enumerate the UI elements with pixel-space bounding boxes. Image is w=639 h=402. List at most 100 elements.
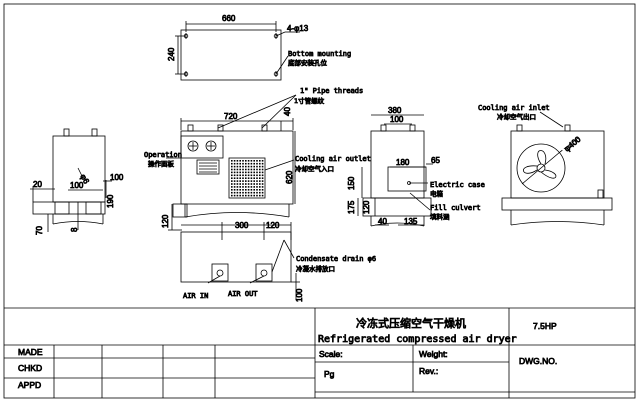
electric-case-label-en: Electric case <box>430 181 485 189</box>
grille-dot <box>239 165 241 168</box>
grille-dot <box>259 183 261 185</box>
grille-dot <box>239 177 241 179</box>
grille-dot <box>259 189 261 191</box>
grille-dot <box>259 165 261 168</box>
condensate-label-cn: 冷凝水排放口 <box>296 264 335 273</box>
grille-dot <box>259 186 261 188</box>
condensate-label-en: Condensate drain φ6 <box>296 255 376 263</box>
grille-dot <box>256 162 258 165</box>
pg-label: Pg <box>324 369 335 379</box>
grille-dot <box>247 168 250 171</box>
grille-dot <box>253 183 255 185</box>
grille-dot <box>245 177 247 179</box>
grille-dot <box>259 174 261 177</box>
grille-dot <box>256 186 258 188</box>
grille-dot <box>247 162 250 165</box>
chkd-label: CHKD <box>18 363 42 373</box>
model-label: 7.5HP <box>533 321 557 331</box>
grille-dot <box>236 194 239 197</box>
left-dim-100b: 100 <box>110 173 124 182</box>
grille-dot <box>239 160 241 162</box>
grille-dot <box>253 189 255 191</box>
grille-dot <box>256 189 258 191</box>
fill-culvert-label-en: Fill culvert <box>430 204 481 212</box>
front-grille <box>231 160 264 197</box>
grille-dot <box>259 171 261 174</box>
grille-dot <box>261 183 264 185</box>
side-dim-180: 180 <box>396 158 410 167</box>
grille-dot <box>261 168 264 171</box>
grille-dot <box>231 174 233 177</box>
grille-dot <box>242 165 244 168</box>
grille-dot <box>261 177 264 179</box>
cooling-inlet-label-cn: 冷却空气出口 <box>497 112 536 121</box>
dim-660: 660 <box>222 14 236 23</box>
grille-dot <box>250 165 253 168</box>
grille-dot <box>245 168 247 171</box>
bottom-mounting-view <box>175 21 300 81</box>
grille-dot <box>245 186 247 188</box>
grille-dot <box>242 162 244 165</box>
grille-dot <box>256 168 258 171</box>
side-dim-175: 175 <box>347 200 356 214</box>
grille-dot <box>261 174 264 177</box>
grille-dot <box>233 194 236 197</box>
grille-dot <box>256 183 258 185</box>
grille-dot <box>236 189 239 191</box>
grille-dot <box>233 180 236 182</box>
grille-dot <box>231 183 233 185</box>
rev-label: Rev.: <box>419 366 438 376</box>
grille-dot <box>259 194 261 197</box>
left-dim-190: 190 <box>106 194 115 208</box>
left-dim-100a: 100 <box>70 181 84 190</box>
grille-dot <box>236 168 239 171</box>
side-dim-135: 135 <box>404 217 418 226</box>
fill-culvert-label-cn: 填料涵 <box>430 212 450 221</box>
grille-dot <box>253 160 255 162</box>
holes-label: 4-φ13 <box>287 24 309 33</box>
grille-dot <box>247 191 250 194</box>
grille-dot <box>256 171 258 174</box>
grille-dot <box>250 177 253 179</box>
front-view <box>166 118 296 231</box>
grille-dot <box>231 162 233 165</box>
fan-view <box>501 111 613 226</box>
side-dim-120: 120 <box>362 200 371 214</box>
bottom-dim-300: 300 <box>235 221 249 230</box>
grille-dot <box>259 191 261 194</box>
cooling-outlet-label-en: Cooling air outlet <box>295 155 371 163</box>
grille-dot <box>250 162 253 165</box>
grille-dot <box>259 168 261 171</box>
grille-dot <box>239 168 241 171</box>
grille-dot <box>256 174 258 177</box>
made-label: MADE <box>18 347 43 357</box>
grille-dot <box>250 171 253 174</box>
bottom-dim-120: 120 <box>266 221 280 230</box>
grille-dot <box>247 180 250 182</box>
grille-dot <box>233 177 236 179</box>
grille-dot <box>242 168 244 171</box>
grille-dot <box>256 165 258 168</box>
left-dim-70: 70 <box>35 226 44 235</box>
grille-dot <box>231 186 233 188</box>
grille-dot <box>231 180 233 182</box>
grille-dot <box>231 189 233 191</box>
grille-dot <box>236 160 239 162</box>
grille-dot <box>231 177 233 179</box>
bottom-dim-100: 100 <box>295 288 304 302</box>
cooling-outlet-label-cn: 冷却空气入口 <box>295 164 334 173</box>
grille-dot <box>242 180 244 182</box>
title-en: Refrigerated compressed air dryer <box>318 334 517 345</box>
grille-dot <box>239 189 241 191</box>
grille-dot <box>236 174 239 177</box>
pipe-leader-1 <box>217 94 297 129</box>
grille-dot <box>247 165 250 168</box>
grille-dot <box>245 171 247 174</box>
electric-case-label-cn: 电箱 <box>430 189 444 198</box>
grille-dot <box>245 189 247 191</box>
grille-dot <box>231 171 233 174</box>
grille-dot <box>242 177 244 179</box>
grille-dot <box>233 168 236 171</box>
grille-dot <box>245 162 247 165</box>
